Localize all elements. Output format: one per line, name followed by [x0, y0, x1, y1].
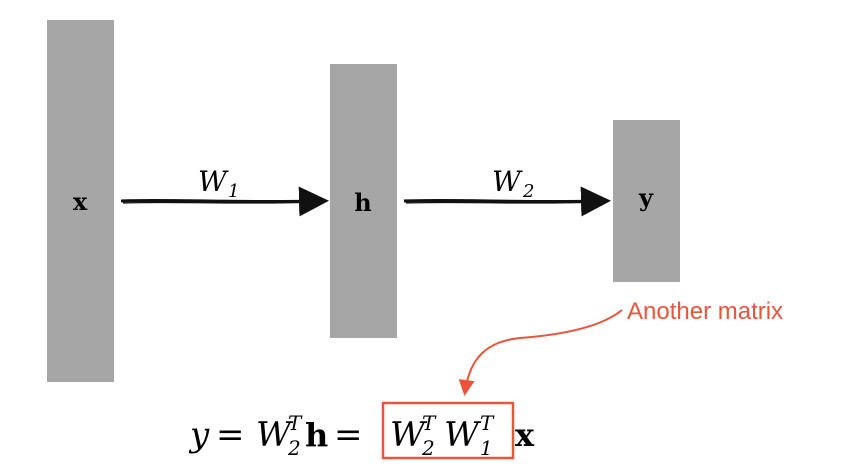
output-layer-label: y	[638, 183, 654, 212]
annotation-arrow	[458, 309, 623, 396]
input-layer-label: x	[73, 187, 88, 216]
svg-text:=: =	[216, 415, 245, 455]
svg-text:T: T	[288, 411, 303, 435]
hidden-layer-block	[330, 64, 397, 338]
arrow-w2	[403, 186, 611, 217]
svg-text:W: W	[256, 415, 294, 455]
output-layer-block	[613, 120, 680, 282]
svg-text:W: W	[198, 165, 229, 198]
svg-text:W: W	[492, 165, 523, 198]
svg-text:=: =	[334, 415, 363, 455]
svg-text:1: 1	[228, 181, 239, 202]
weight-label-w2: W 2	[492, 165, 534, 202]
arrow-w1	[120, 186, 329, 217]
hidden-layer-label: h	[354, 188, 371, 217]
svg-text:y: y	[188, 415, 210, 455]
svg-text:h: h	[305, 416, 328, 454]
highlight-box	[381, 401, 515, 460]
svg-text:2: 2	[287, 436, 301, 460]
svg-text:T: T	[422, 411, 437, 435]
input-layer-block	[47, 20, 114, 382]
svg-text:2: 2	[421, 436, 435, 460]
equation: y = W T 2 h = W T 2 W T 1 x	[188, 401, 535, 460]
weight-label-w1: W 1	[198, 165, 239, 202]
svg-text:1: 1	[480, 436, 493, 460]
svg-text:2: 2	[522, 181, 534, 202]
svg-text:W: W	[444, 415, 482, 455]
svg-text:T: T	[480, 411, 495, 435]
svg-text:W: W	[390, 415, 428, 455]
annotation-text: Another matrix	[627, 298, 783, 325]
svg-text:x: x	[515, 416, 535, 454]
